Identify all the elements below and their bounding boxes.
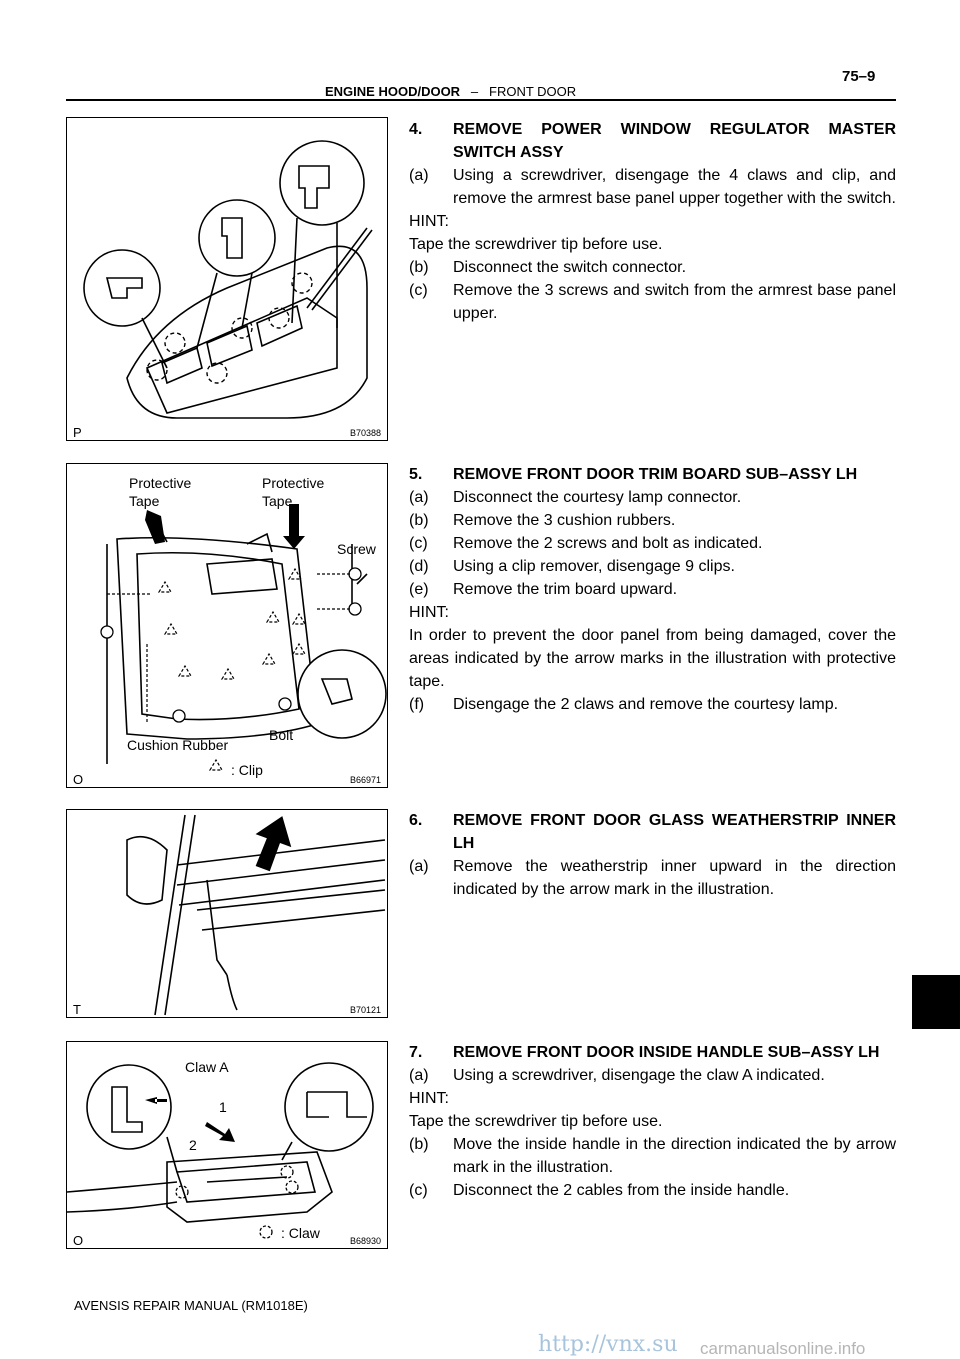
step-text: Disconnect the courtesy lamp connector. bbox=[453, 489, 742, 506]
section-heading: 5. REMOVE FRONT DOOR TRIM BOARD SUB–ASSY … bbox=[409, 463, 896, 486]
step-letter: (b) bbox=[409, 1136, 429, 1153]
figure-id: B66971 bbox=[349, 775, 381, 785]
figure-id: B70121 bbox=[349, 1005, 381, 1015]
step-item: (b) Move the inside handle in the directi… bbox=[409, 1133, 896, 1179]
section-4: 4. REMOVE POWER WINDOW REGULATOR MASTER S… bbox=[409, 118, 896, 325]
step-item: (c) Disconnect the 2 cables from the insi… bbox=[409, 1179, 896, 1202]
step-letter: (a) bbox=[409, 1067, 429, 1084]
step-text: Disconnect the switch connector. bbox=[453, 259, 687, 276]
step-text: Disengage the 2 claws and remove the cou… bbox=[453, 696, 839, 713]
step-item: (c) Remove the 3 screws and switch from t… bbox=[409, 279, 896, 325]
step-letter: (b) bbox=[409, 259, 429, 276]
section-5: 5. REMOVE FRONT DOOR TRIM BOARD SUB–ASSY … bbox=[409, 463, 896, 716]
hint-text: In order to prevent the door panel from … bbox=[409, 627, 896, 690]
step-letter: (c) bbox=[409, 282, 428, 299]
section-number: 6. bbox=[409, 812, 423, 829]
figure-id: B68930 bbox=[349, 1236, 381, 1246]
figure-mark: O bbox=[73, 772, 84, 787]
switch-illustration bbox=[83, 140, 373, 419]
step-text: Using a clip remover, disengage 9 clips. bbox=[453, 558, 735, 575]
legend-clip: : Clip bbox=[231, 762, 263, 778]
step-text: Remove the weatherstrip inner upward in … bbox=[453, 858, 896, 898]
label-protective-tape-2: Protective Tape bbox=[262, 475, 325, 509]
step-text: Remove the 2 screws and bolt as indicate… bbox=[453, 535, 763, 552]
step-item: (b) Remove the 3 cushion rubbers. bbox=[409, 509, 896, 532]
running-header: ENGINE HOOD/DOOR – FRONT DOOR bbox=[325, 84, 576, 99]
watermark-link[interactable]: http://vnx.su bbox=[538, 1332, 678, 1357]
label-protective-tape-1: Protective Tape bbox=[129, 475, 192, 509]
figure-b70121: T B70121 bbox=[66, 809, 388, 1018]
label-screw: Screw bbox=[337, 541, 376, 557]
step-letter: (a) bbox=[409, 858, 429, 875]
section-6: 6. REMOVE FRONT DOOR GLASS WEATHERSTRIP I… bbox=[409, 809, 896, 901]
label-claw-a: Claw A bbox=[185, 1059, 229, 1075]
section-heading: 4. REMOVE POWER WINDOW REGULATOR MASTER S… bbox=[409, 118, 896, 164]
section-title: REMOVE POWER WINDOW REGULATOR MASTER SWI… bbox=[453, 121, 896, 161]
section-title: REMOVE FRONT DOOR TRIM BOARD SUB–ASSY LH bbox=[453, 466, 858, 483]
step-letter: (c) bbox=[409, 535, 428, 552]
trim-board-illustration bbox=[100, 504, 387, 771]
label-cushion-rubber: Cushion Rubber bbox=[127, 737, 229, 753]
step-text: Remove the 3 screws and switch from the … bbox=[453, 282, 896, 322]
footer-manual: AVENSIS REPAIR MANUAL (RM1018E) bbox=[74, 1298, 308, 1313]
header-separator: – bbox=[470, 84, 479, 99]
header-subsection: FRONT DOOR bbox=[489, 84, 577, 99]
step-letter: (e) bbox=[409, 581, 429, 598]
figure-id: B70388 bbox=[349, 428, 381, 438]
step-letter: (d) bbox=[409, 558, 429, 575]
figure-mark: T bbox=[73, 1002, 81, 1017]
label-bolt: Bolt bbox=[269, 727, 294, 743]
step-item: (a) Disconnect the courtesy lamp connecto… bbox=[409, 486, 896, 509]
step-letter: (a) bbox=[409, 167, 429, 184]
header-section: ENGINE HOOD/DOOR bbox=[325, 84, 461, 99]
step-letter: (f) bbox=[409, 696, 425, 713]
step-text: Move the inside handle in the direction … bbox=[453, 1136, 896, 1176]
page-number: 75–9 bbox=[842, 68, 876, 85]
section-heading: 7. REMOVE FRONT DOOR INSIDE HANDLE SUB–AS… bbox=[409, 1041, 896, 1064]
label-step-2: 2 bbox=[189, 1137, 197, 1153]
hint-text: Tape the screwdriver tip before use. bbox=[409, 1113, 663, 1130]
section-title: REMOVE FRONT DOOR GLASS WEATHERSTRIP INN… bbox=[453, 812, 896, 852]
hint-label: HINT: bbox=[409, 1090, 449, 1107]
figure-mark: P bbox=[73, 425, 82, 440]
section-heading: 6. REMOVE FRONT DOOR GLASS WEATHERSTRIP I… bbox=[409, 809, 896, 855]
figure-b68930: Claw A 1 2 : Claw O B68930 bbox=[66, 1041, 388, 1249]
figure-b66971: Protective Tape Protective Tape Screw Cu… bbox=[66, 463, 388, 788]
step-text: Remove the 3 cushion rubbers. bbox=[453, 512, 676, 529]
hint-text: Tape the screwdriver tip before use. bbox=[409, 236, 663, 253]
weatherstrip-illustration bbox=[126, 814, 386, 1016]
label-step-1: 1 bbox=[219, 1099, 227, 1115]
step-text: Using a screwdriver, disengage the claw … bbox=[453, 1067, 825, 1084]
section-number: 4. bbox=[409, 121, 423, 138]
section-tab bbox=[912, 975, 960, 1029]
hint-label: HINT: bbox=[409, 213, 449, 230]
step-item: (a) Remove the weatherstrip inner upward … bbox=[409, 855, 896, 901]
figure-b70388: P B70388 bbox=[66, 117, 388, 441]
brand-watermark: carmanualsonline.info bbox=[700, 1339, 866, 1358]
figure-mark: O bbox=[73, 1233, 84, 1248]
step-item: (b) Disconnect the switch connector. bbox=[409, 256, 896, 279]
step-text: Disconnect the 2 cables from the inside … bbox=[453, 1182, 790, 1199]
step-letter: (c) bbox=[409, 1182, 428, 1199]
step-letter: (a) bbox=[409, 489, 429, 506]
step-text: Using a screwdriver, disengage the 4 cla… bbox=[453, 167, 896, 207]
section-number: 5. bbox=[409, 466, 423, 483]
step-item: (d) Using a clip remover, disengage 9 cli… bbox=[409, 555, 896, 578]
inside-handle-illustration bbox=[67, 1062, 374, 1239]
step-item: (c) Remove the 2 screws and bolt as indic… bbox=[409, 532, 896, 555]
step-item: (a) Using a screwdriver, disengage the 4 … bbox=[409, 164, 896, 210]
step-item: (a) Using a screwdriver, disengage the cl… bbox=[409, 1064, 896, 1087]
header-rule bbox=[66, 99, 896, 101]
step-letter: (b) bbox=[409, 512, 429, 529]
step-item: (f) Disengage the 2 claws and remove the … bbox=[409, 693, 896, 716]
section-title: REMOVE FRONT DOOR INSIDE HANDLE SUB–ASSY… bbox=[453, 1044, 880, 1061]
legend-claw: : Claw bbox=[281, 1225, 320, 1241]
step-item: (e) Remove the trim board upward. bbox=[409, 578, 896, 601]
section-7: 7. REMOVE FRONT DOOR INSIDE HANDLE SUB–AS… bbox=[409, 1041, 896, 1202]
step-text: Remove the trim board upward. bbox=[453, 581, 678, 598]
section-number: 7. bbox=[409, 1044, 423, 1061]
hint-label: HINT: bbox=[409, 604, 449, 621]
